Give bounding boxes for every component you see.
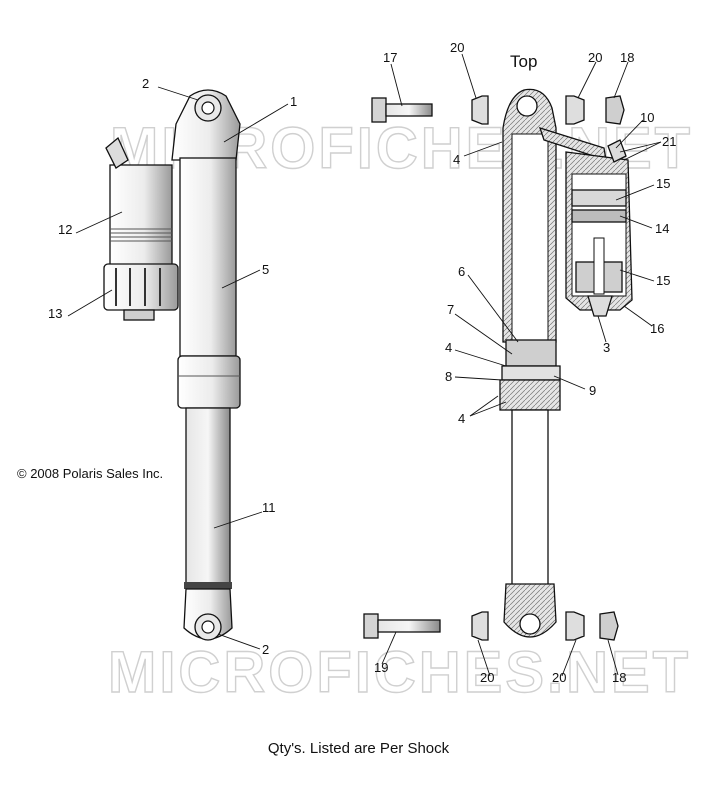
shock-exterior-view xyxy=(103,89,241,641)
section-piston-14 xyxy=(571,209,627,223)
callout-20-top-left: 20 xyxy=(450,40,464,55)
callout-6: 6 xyxy=(458,264,465,279)
copyright-notice: © 2008 Polaris Sales Inc. xyxy=(17,466,163,481)
quantity-note: Qty's. Listed are Per Shock xyxy=(267,740,450,757)
bushing-20-bottom-right xyxy=(565,611,585,641)
shaft xyxy=(185,407,231,587)
callouts: 2 1 12 5 13 11 2 17 20 Top 20 18 10 21 4… xyxy=(48,40,676,685)
reservoir-body xyxy=(109,164,173,266)
section-lower-eye xyxy=(503,583,557,638)
section-bore xyxy=(511,133,549,343)
callout-17: 17 xyxy=(383,50,397,65)
callout-15-bottom: 15 xyxy=(656,273,670,288)
main-body xyxy=(179,157,237,357)
callout-2-top: 2 xyxy=(142,76,149,91)
bushing-20-top-left xyxy=(471,95,489,125)
callout-4-middle: 4 xyxy=(445,340,452,355)
nut-18-bottom xyxy=(599,611,619,641)
shock-section-view xyxy=(499,88,633,638)
callout-14: 14 xyxy=(655,221,669,236)
reservoir-valve xyxy=(105,136,129,169)
callout-12: 12 xyxy=(58,222,72,237)
callout-1: 1 xyxy=(290,94,297,109)
section-lower-bushing xyxy=(519,613,541,635)
callout-13: 13 xyxy=(48,306,62,321)
shaft-ring xyxy=(184,582,232,589)
callout-10: 10 xyxy=(640,110,654,125)
bushing-20-bottom-left xyxy=(471,611,489,641)
bushing-20-top-right xyxy=(565,95,585,125)
callout-3: 3 xyxy=(603,340,610,355)
hardware xyxy=(363,95,625,641)
leader-lines xyxy=(67,53,662,677)
section-valve-stem xyxy=(593,237,605,295)
section-seal-head xyxy=(499,379,561,411)
bolt-17-shank xyxy=(385,103,433,117)
callout-4-top: 4 xyxy=(453,152,460,167)
seal-head xyxy=(177,355,241,409)
bolt-17-head xyxy=(371,97,387,123)
callout-9: 9 xyxy=(589,383,596,398)
section-shim-stack xyxy=(501,365,561,381)
section-piston xyxy=(505,339,557,367)
callout-15-top: 15 xyxy=(656,176,670,191)
callout-11: 11 xyxy=(262,500,276,515)
callout-16: 16 xyxy=(650,321,664,336)
section-shaft xyxy=(511,409,549,587)
callout-2-bottom: 2 xyxy=(262,642,269,657)
knob-cap xyxy=(123,309,155,321)
section-piston-15 xyxy=(571,189,627,207)
callout-8: 8 xyxy=(445,369,452,384)
section-reservoir-plug xyxy=(587,295,613,317)
callout-21: 21 xyxy=(662,134,676,149)
callout-20-bottom-right: 20 xyxy=(552,670,566,685)
watermark-lower: MICROFICHES.NET xyxy=(108,640,691,705)
callout-18-bottom: 18 xyxy=(612,670,626,685)
callout-19: 19 xyxy=(374,660,388,675)
upper-mount xyxy=(171,89,241,161)
callout-18-top: 18 xyxy=(620,50,634,65)
section-fitting xyxy=(607,139,627,163)
callout-20-top-right: 20 xyxy=(588,50,602,65)
bolt-19-shank xyxy=(377,619,441,633)
bolt-19-head xyxy=(363,613,379,639)
callout-5: 5 xyxy=(262,262,269,277)
top-label: Top xyxy=(510,52,537,71)
section-top-bushing xyxy=(516,95,538,117)
callout-20-bottom-left: 20 xyxy=(480,670,494,685)
nut-18-top xyxy=(605,95,625,125)
callout-7: 7 xyxy=(447,302,454,317)
callout-4-bottom: 4 xyxy=(458,411,465,426)
